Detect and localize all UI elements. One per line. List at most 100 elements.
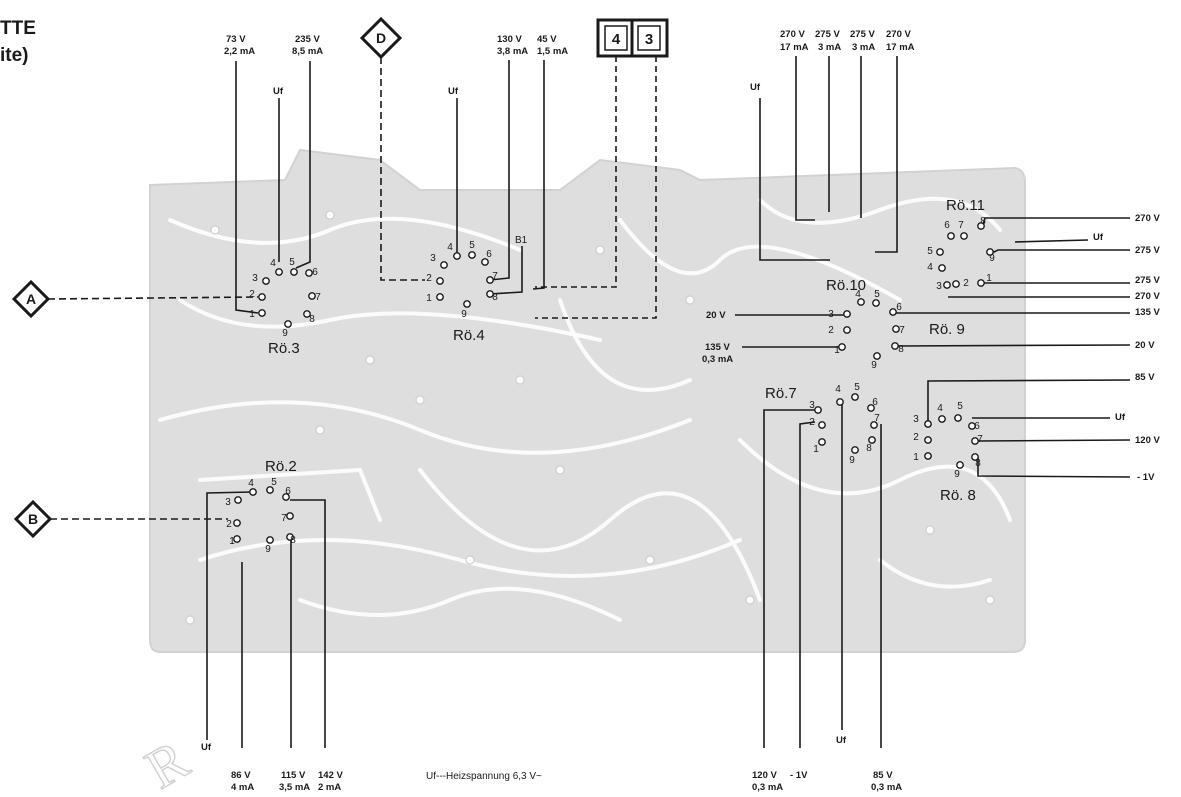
pin-label-ro10-8: 8 — [898, 344, 904, 355]
meas-ro8-85v: 85 V — [1135, 372, 1155, 383]
pin-ro11-5 — [936, 248, 944, 256]
pin-ro3-8 — [303, 310, 311, 318]
pin-label-ro2-8: 8 — [290, 535, 296, 546]
meas-ro10-a-curr: 17 mA — [780, 42, 809, 53]
pin-label-ro8-5: 5 — [957, 401, 963, 412]
pin-ro11-9 — [986, 248, 994, 256]
pin-ro8-5 — [954, 414, 962, 422]
pin-label-ro11-5: 5 — [927, 246, 933, 257]
meas-ro10-b-volt: 275 V — [815, 29, 840, 40]
tube-label-ro2: Rö.2 — [265, 458, 297, 475]
pin-ro7-5 — [851, 393, 859, 401]
pin-ro10-7 — [892, 325, 900, 333]
pin-ro10-5 — [872, 299, 880, 307]
pin-ro3-4 — [275, 268, 283, 276]
pin-label-ro7-5: 5 — [854, 382, 860, 393]
tube-label-ro10: Rö.10 — [826, 277, 866, 294]
meas-ro7-a-curr: 0,3 mA — [752, 782, 783, 793]
pin-label-ro10-3: 3 — [828, 309, 834, 320]
pin-label-ro3-1: 1 — [249, 309, 255, 320]
pin-label-ro7-2: 2 — [809, 417, 815, 428]
pin-ro4-2 — [436, 277, 444, 285]
pin-ro4-3 — [440, 261, 448, 269]
pin-label-ro3-2: 2 — [249, 289, 255, 300]
pin-ro8-6 — [968, 422, 976, 430]
pin-ro4-7 — [486, 276, 494, 284]
pin-ro11-8 — [977, 222, 985, 230]
pin-label-ro4-9: 9 — [461, 309, 467, 320]
pin-label-ro2-3: 3 — [225, 497, 231, 508]
pin-ro8-4 — [938, 415, 946, 423]
pin-label-ro7-6: 6 — [872, 397, 878, 408]
meas-ro10-135-curr: 0,3 mA — [702, 354, 733, 365]
uf-ro7: Uf — [836, 735, 847, 746]
pin-label-ro8-9: 9 — [954, 469, 960, 480]
pin-ro11-6 — [947, 232, 955, 240]
meas-ro4-b-curr: 1,5 mA — [537, 46, 568, 57]
pin-label-ro8-3: 3 — [913, 414, 919, 425]
pin-ro7-4 — [836, 398, 844, 406]
pin-ro8-1 — [924, 452, 932, 460]
pin-label-ro7-8: 8 — [866, 443, 872, 454]
pin-ro8-9 — [956, 461, 964, 469]
pin-label-ro3-5: 5 — [289, 257, 295, 268]
meas-ro11-275a: 275 V — [1135, 245, 1160, 256]
pin-label-ro11-2: 2 — [963, 278, 969, 289]
connector-d-label: D — [376, 30, 386, 46]
pin-ro10-9 — [873, 352, 881, 360]
meas-ro7-c-curr: 0,3 mA — [871, 782, 902, 793]
meas-ro3-a-volt: 73 V — [226, 34, 246, 45]
pin-label-ro4-7: 7 — [492, 271, 498, 282]
meas-ro10-d-volt: 270 V — [886, 29, 911, 40]
pin-label-ro8-4: 4 — [937, 403, 943, 414]
pin-ro2-8 — [286, 533, 294, 541]
pin-ro7-8 — [868, 436, 876, 444]
meas-ro10-a-volt: 270 V — [780, 29, 805, 40]
tube-label-ro8: Rö. 8 — [940, 487, 976, 504]
pin-label-ro2-5: 5 — [271, 477, 277, 488]
pin-ro4-1 — [436, 293, 444, 301]
stamp-watermark: R — [136, 729, 200, 797]
pin-label-ro10-4: 4 — [855, 289, 861, 300]
meas-ro10-135-volt: 135 V — [705, 342, 730, 353]
meas-ro8-m1v: - 1V — [1137, 472, 1155, 483]
pin-ro3-7 — [308, 292, 316, 300]
meas-ro3-b-curr: 8,5 mA — [292, 46, 323, 57]
board-pads — [185, 210, 995, 625]
uf-ro10: Uf — [750, 82, 761, 93]
pin-ro2-4 — [249, 488, 257, 496]
pin-label-ro8-1: 1 — [913, 452, 919, 463]
pin-ro3-9 — [284, 320, 292, 328]
pin-label-ro10-2: 2 — [828, 325, 834, 336]
meas-ro2-b-curr: 3,5 mA — [279, 782, 310, 793]
pin-ro7-3 — [814, 406, 822, 414]
pin-ro8-7 — [971, 437, 979, 445]
meas-ro11-135: 135 V — [1135, 307, 1160, 318]
tube-label-ro11: Rö.11 — [946, 197, 985, 214]
connector-a: A — [11, 279, 51, 319]
uf-ro8: Uf — [1115, 412, 1126, 423]
pin-ro2-1 — [233, 535, 241, 543]
pin-ro3-2 — [258, 293, 266, 301]
pin-label-ro4-1: 1 — [426, 293, 432, 304]
box-label-3: 3 — [645, 31, 653, 48]
pin-label-ro10-1: 1 — [834, 345, 840, 356]
pin-label-ro7-9: 9 — [849, 455, 855, 466]
uf-ro4: Uf — [448, 86, 459, 97]
pin-ro10-1 — [838, 343, 846, 351]
pin-ro3-1 — [258, 309, 266, 317]
pin-ro4-5 — [468, 251, 476, 259]
meas-ro3-a-curr: 2,2 mA — [224, 46, 255, 57]
pin-ro4-6 — [481, 258, 489, 266]
pin-label-ro7-7: 7 — [874, 413, 880, 424]
pin-ro7-6 — [867, 404, 875, 412]
pin-ro4-8 — [486, 290, 494, 298]
pin-ro4-9 — [463, 300, 471, 308]
pin-label-ro7-4: 4 — [835, 384, 841, 395]
board-traces — [158, 196, 1012, 622]
meas-ro2-c-curr: 2 mA — [318, 782, 341, 793]
